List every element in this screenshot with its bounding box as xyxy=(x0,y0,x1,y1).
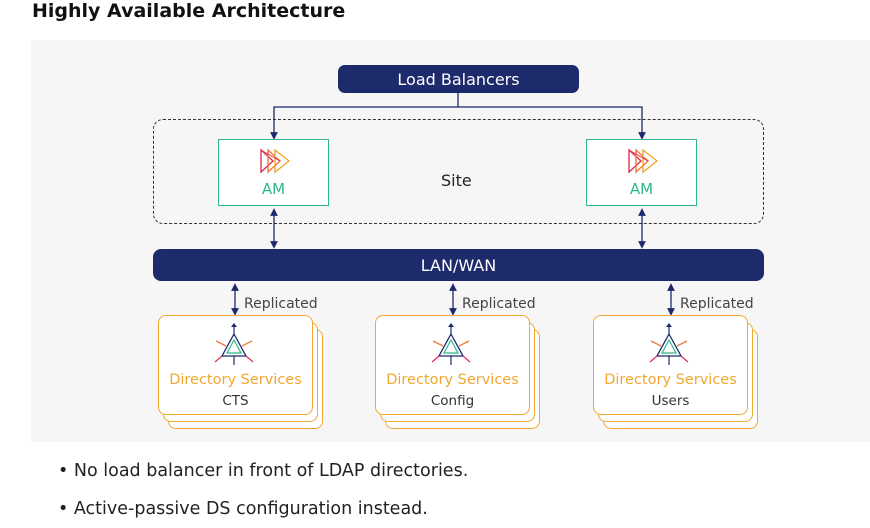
directory-services-icon xyxy=(431,323,471,365)
directory-services-icon xyxy=(214,323,254,365)
lb-connector xyxy=(458,106,646,140)
am-logo-icon xyxy=(260,148,291,174)
replicated-label: Replicated xyxy=(244,296,318,312)
replicated-label: Replicated xyxy=(680,296,754,312)
am-logo-icon xyxy=(628,148,659,174)
bullet-item: • Active-passive DS configuration instea… xyxy=(58,499,428,519)
ds-stack-cts: Directory Services CTS xyxy=(158,315,328,431)
slide-title: Highly Available Architecture xyxy=(32,0,346,22)
bullet-dot: • xyxy=(58,461,74,481)
bullet-dot: • xyxy=(58,499,74,519)
load-balancers-bar: Load Balancers xyxy=(338,65,579,93)
ds-role: Users xyxy=(651,393,690,409)
site-label: Site xyxy=(441,171,472,190)
bullet-text: Active-passive DS configuration instead. xyxy=(73,499,428,519)
ds-name: Directory Services xyxy=(386,372,519,388)
replicated-label: Replicated xyxy=(462,296,536,312)
am-node: AM xyxy=(586,139,697,206)
ds-card: Directory Services CTS xyxy=(158,315,313,415)
ds-card: Directory Services Config xyxy=(375,315,530,415)
bullet-text: No load balancer in front of LDAP direct… xyxy=(73,461,469,481)
am-label: AM xyxy=(629,180,654,198)
ds-role: Config xyxy=(430,393,475,409)
am-node: AM xyxy=(218,139,329,206)
ds-stack-users: Directory Services Users xyxy=(593,315,763,431)
lb-connector xyxy=(270,93,459,140)
site-boundary xyxy=(153,119,764,224)
bullet-item: • No load balancer in front of LDAP dire… xyxy=(58,461,468,481)
ds-role: CTS xyxy=(222,393,249,409)
ds-name: Directory Services xyxy=(169,372,302,388)
lan-wan-bar: LAN/WAN xyxy=(153,249,764,281)
ds-stack-config: Directory Services Config xyxy=(375,315,545,431)
am-label: AM xyxy=(261,180,286,198)
directory-services-icon xyxy=(649,323,689,365)
ds-card: Directory Services Users xyxy=(593,315,748,415)
ds-name: Directory Services xyxy=(604,372,737,388)
